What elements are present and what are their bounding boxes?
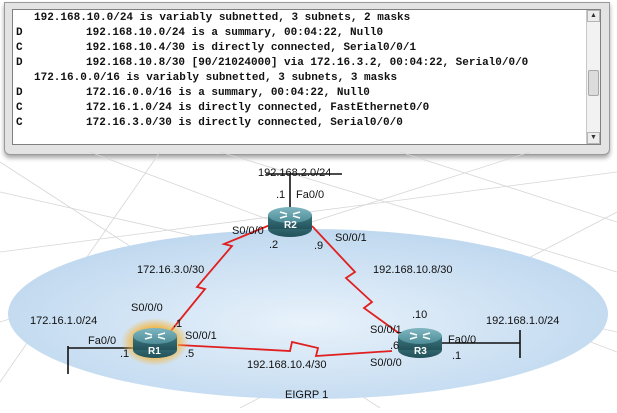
output-lines: 192.168.10.0/24 is variably subnetted, 3… [13,11,587,131]
link-r1-r3 [177,340,393,357]
network-topology: R2 R1 R3 192.168.2.0/24 .1 Fa0/0 S0/0/0 … [0,151,617,409]
r3-lan-host-id: .1 [452,350,462,362]
r2-lan-network: 192.168.2.0/24 [258,167,332,179]
link-r2-r3 [311,225,401,335]
route-code: C [16,102,23,114]
route-code: D [16,57,23,69]
scroll-thumb[interactable] [588,70,599,96]
r3-to-r1-host-id: .6 [390,340,400,352]
route-code: C [16,42,23,54]
route-text: 172.16.0.0/16 is a summary, 00:04:22, Nu… [86,87,370,99]
r1-r3-network: 192.168.10.4/30 [247,359,327,371]
routing-table-output: 192.168.10.0/24 is variably subnetted, 3… [12,9,601,145]
output-line: D 192.168.10.8/30 [90/21024000] via 172.1… [13,56,587,71]
router-r2-name: R2 [284,220,297,231]
output-line: C 172.16.3.0/30 is directly connected, Se… [13,116,587,131]
r1-fa00-label: Fa0/0 [88,335,117,347]
output-line: C 192.168.10.4/30 is directly connected, … [13,41,587,56]
r3-to-r2-host-id: .10 [412,309,428,321]
route-text: 172.16.1.0/24 is directly connected, Fas… [86,102,430,114]
output-panel: 192.168.10.0/24 is variably subnetted, 3… [4,2,610,155]
router-r3-name: R3 [414,346,427,357]
r2-to-r1-host-id: .2 [269,239,279,251]
r3-lan-network: 192.168.1.0/24 [486,315,560,327]
serial-links [169,222,401,357]
lan-segments [67,173,521,374]
r1-lan-host-id: .1 [120,348,130,360]
route-text: 192.168.10.8/30 [90/21024000] via 172.16… [86,57,529,69]
route-code: C [16,117,23,129]
scroll-down-arrow-icon[interactable]: ▼ [587,132,600,144]
r1-to-r3-host-id: .5 [185,348,195,360]
output-line: D 192.168.10.0/24 is a summary, 00:04:22,… [13,26,587,41]
route-text: 172.16.3.0/30 is directly connected, Ser… [86,117,403,129]
route-text: 172.16.0.0/16 is variably subnetted, 3 s… [34,72,398,84]
r1-s000-label: S0/0/0 [131,302,163,314]
topology-canvas [0,151,617,409]
output-line: D 172.16.0.0/16 is a summary, 00:04:22, N… [13,86,587,101]
router-r1 [133,328,177,358]
output-line: 172.16.0.0/16 is variably subnetted, 3 s… [13,71,587,86]
route-code: D [16,27,23,39]
router-r2 [268,207,312,237]
r1-r2-network: 172.16.3.0/30 [137,264,205,276]
r2-s000-label: S0/0/0 [232,225,264,237]
scroll-up-arrow-icon[interactable]: ▲ [587,10,600,22]
r1-lan-network: 172.16.1.0/24 [30,315,98,327]
link-r1-r2 [169,222,276,333]
eigrp-area-label: EIGRP 1 [285,389,329,401]
output-line: 192.168.10.0/24 is variably subnetted, 3… [13,11,587,26]
vertical-scrollbar[interactable]: ▲ ▼ [586,10,600,144]
route-text: 192.168.10.0/24 is a summary, 00:04:22, … [86,27,384,39]
route-code: D [16,87,23,99]
r2-r3-network: 192.168.10.8/30 [373,264,453,276]
router-r3 [398,328,442,358]
router-r1-name: R1 [148,346,161,357]
r2-s001-label: S0/0/1 [335,232,367,244]
eigrp-area [8,229,608,399]
r3-fa00-label: Fa0/0 [448,334,477,346]
route-text: 192.168.10.4/30 is directly connected, S… [86,42,417,54]
r2-lan-host-id: .1 [276,189,286,201]
r3-s000-label: S0/0/0 [370,357,402,369]
r1-s001-label: S0/0/1 [185,330,217,342]
route-text: 192.168.10.0/24 is variably subnetted, 3… [34,12,411,24]
output-line: C 172.16.1.0/24 is directly connected, Fa… [13,101,587,116]
r3-s001-label: S0/0/1 [370,324,402,336]
r1-to-r2-host-id: .1 [173,318,183,330]
r2-to-r3-host-id: .9 [314,240,324,252]
r2-fa00-label: Fa0/0 [296,189,325,201]
